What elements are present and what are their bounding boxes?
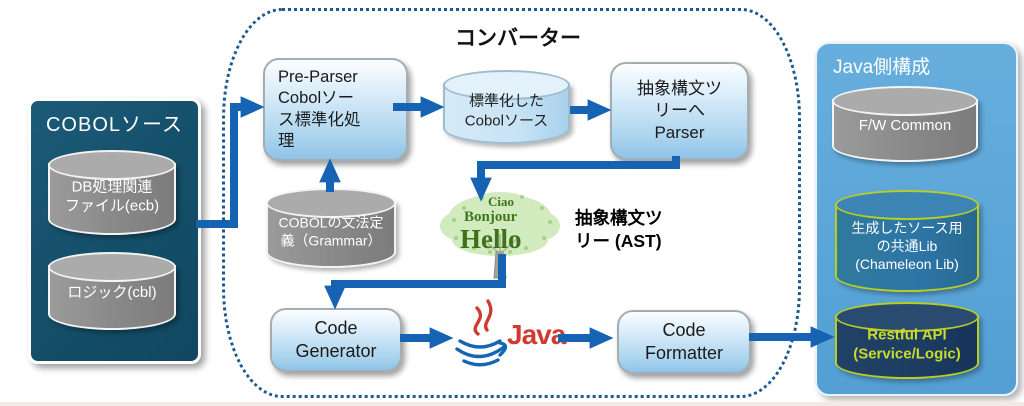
tree-foliage-and-trunk-icon	[440, 192, 560, 279]
ast-label: 抽象構文ツ リー (AST)	[575, 208, 663, 251]
code-generator-box: Code Generator	[270, 308, 402, 372]
cylinder-top-face	[48, 252, 176, 282]
tree-word-bonjour: Bonjour	[464, 209, 518, 225]
restful-api-cylinder: Restful API (Service/Logic)	[835, 302, 979, 379]
java-logo-icon	[450, 296, 514, 370]
code-generator-label: Code Generator	[295, 317, 377, 361]
cylinder-top-face	[835, 190, 979, 220]
grammar-label: COBOLの文法定 義（Grammar）	[278, 214, 384, 249]
code-formatter-box: Code Formatter	[617, 310, 751, 374]
db-files-label: DB処理関連 ファイル(ecb)	[64, 177, 160, 215]
tree-word-hello: Hello	[460, 224, 522, 254]
cobol-source-title: COBOLソース	[45, 114, 184, 136]
restful-api-label: Restful API (Service/Logic)	[853, 325, 961, 363]
ast-parser-label: 抽象構文ツ リーへ Parser	[637, 79, 722, 142]
standardized-cobol-label: 標準化した Cobolソース	[464, 92, 549, 129]
bottom-edge-strip	[0, 402, 1024, 406]
tree-word-ciao: Ciao	[488, 194, 514, 209]
standardized-cobol-cylinder: 標準化した Cobolソース	[443, 70, 570, 144]
code-formatter-label: Code Formatter	[644, 319, 723, 363]
chameleon-lib-cylinder: 生成したソース用 の共通Lib (Chameleon Lib)	[835, 190, 979, 292]
pre-parser-label: Pre-Parser Cobolソー ス標準化処 理	[278, 68, 361, 150]
java-side-title: Java側構成	[833, 57, 931, 78]
converter-title: コンバーター	[455, 27, 581, 50]
db-files-cylinder: DB処理関連 ファイル(ecb)	[48, 150, 176, 235]
cylinder-top-face	[443, 70, 570, 100]
pre-parser-box: Pre-Parser Cobolソー ス標準化処 理	[263, 58, 408, 161]
grammar-cylinder: COBOLの文法定 義（Grammar）	[266, 188, 396, 268]
chameleon-lib-label: 生成したソース用 の共通Lib (Chameleon Lib)	[851, 220, 963, 273]
fw-common-label: F/W Common	[858, 117, 952, 135]
fw-common-cylinder: F/W Common	[832, 86, 978, 162]
logic-cylinder: ロジック(cbl)	[48, 252, 176, 330]
ast-tree-image: Ciao Bonjour Hello	[430, 188, 570, 280]
cylinder-top-face	[48, 150, 176, 180]
logic-label: ロジック(cbl)	[67, 284, 157, 302]
ast-parser-box: 抽象構文ツ リーへ Parser	[610, 62, 749, 160]
cylinder-top-face	[832, 86, 978, 116]
java-word: Java	[507, 319, 566, 350]
cylinder-top-face	[835, 302, 979, 332]
